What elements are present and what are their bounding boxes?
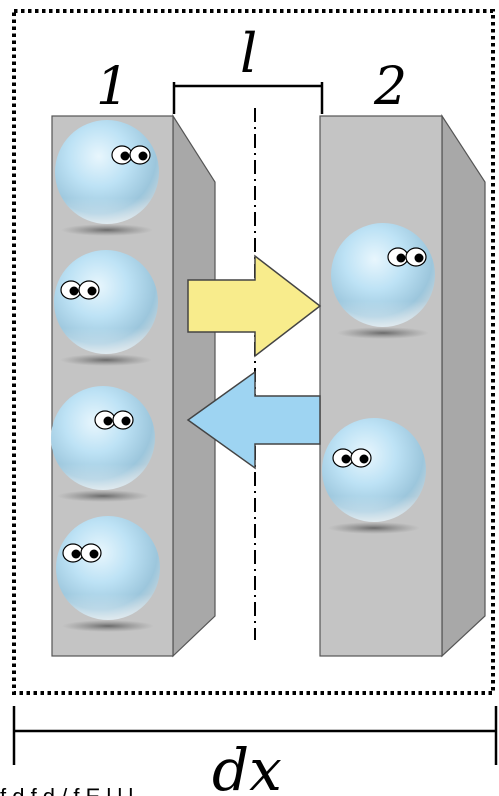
plate-2-front-face: [319, 115, 443, 657]
flow-arrow-right: [187, 254, 322, 358]
gap-dimension: [172, 82, 324, 114]
plate-2-side-face: [441, 113, 486, 658]
flow-arrow-left: [186, 370, 321, 470]
gap-label: l: [240, 22, 257, 85]
control-volume-frame: [12, 9, 495, 695]
plate-1-side-face: [172, 113, 216, 658]
cropped-caption: f d f d / f E l l l: [0, 784, 133, 796]
plate-2-label: 2: [373, 57, 407, 117]
width-dimension: [12, 706, 498, 765]
plate-2: [319, 113, 486, 658]
width-label: dx: [212, 736, 282, 796]
plate-1-label: 1: [96, 57, 129, 117]
